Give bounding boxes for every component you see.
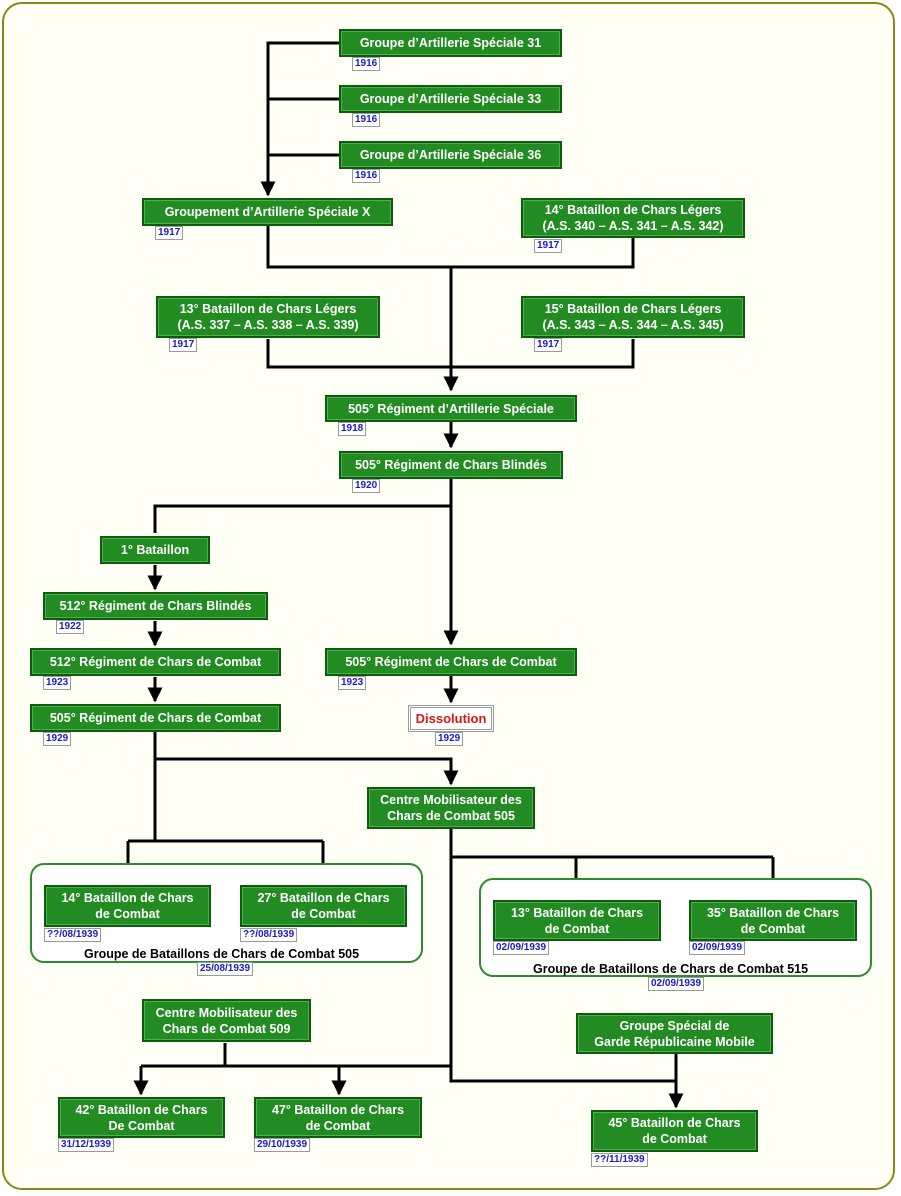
year-bcc13: 02/09/1939 (493, 941, 550, 955)
node-bcc45: 45° Bataillon de Chars de Combat (591, 1110, 758, 1152)
year-bcl14: 1917 (534, 239, 563, 253)
node-bat1: 1° Bataillon (100, 536, 210, 564)
year-bcc35: 02/09/1939 (689, 941, 746, 955)
year-bcl13: 1917 (169, 338, 198, 352)
node-gasx: Groupement d’Artillerie Spéciale X (142, 198, 393, 226)
group-505-year: 25/08/1939 (197, 962, 254, 976)
node-bcc35: 35° Bataillon de Chars de Combat (689, 900, 857, 941)
year-gas36: 1916 (352, 169, 381, 183)
node-bcl14: 14° Bataillon de Chars Légers (A.S. 340 … (521, 198, 745, 238)
node-rcc512: 512° Régiment de Chars de Combat (30, 648, 281, 676)
node-gsgrm: Groupe Spécial de Garde Républicaine Mob… (576, 1013, 773, 1054)
node-bcc27: 27° Bataillon de Chars de Combat (240, 885, 407, 927)
year-gasx: 1917 (155, 226, 184, 240)
year-rcc505-1923: 1923 (338, 676, 367, 690)
node-rcb505: 505° Régiment de Chars Blindés (339, 451, 563, 479)
year-bcc45: ??/11/1939 (591, 1153, 648, 1167)
node-bcc13: 13° Bataillon de Chars de Combat (493, 900, 661, 941)
node-rcc505-1923: 505° Régiment de Chars de Combat (325, 648, 577, 676)
year-rcc505-1929: 1929 (43, 732, 72, 746)
node-dissolution: Dissolution (408, 705, 494, 732)
node-bcc42: 42° Bataillon de Chars De Combat (58, 1097, 225, 1138)
year-bcc47: 29/10/1939 (254, 1138, 311, 1152)
node-gas33: Groupe d’Artillerie Spéciale 33 (339, 85, 562, 113)
year-gas31: 1916 (352, 57, 381, 71)
year-bcl15: 1917 (534, 338, 563, 352)
group-505-label: Groupe de Bataillons de Chars de Combat … (84, 947, 360, 961)
node-bcl13: 13° Bataillon de Chars Légers (A.S. 337 … (156, 296, 380, 338)
connector-gas-to-gasx (260, 41, 340, 197)
year-bcc27: ??/08/1939 (240, 928, 298, 942)
node-bcl15: 15° Bataillon de Chars Légers (A.S. 343 … (521, 296, 745, 338)
year-rcb512: 1922 (56, 620, 85, 634)
node-rcb512: 512° Régiment de Chars Blindés (43, 592, 268, 620)
group-515-label: Groupe de Bataillons de Chars de Combat … (533, 962, 809, 976)
year-rcc512: 1923 (43, 676, 72, 690)
year-rcb505: 1920 (352, 479, 381, 493)
year-bcc14: ??/08/1939 (44, 928, 102, 942)
year-bcc42: 31/12/1939 (58, 1138, 115, 1152)
node-cm505: Centre Mobilisateur des Chars de Combat … (367, 787, 535, 829)
group-515-year: 02/09/1939 (648, 977, 705, 991)
year-ras505: 1918 (338, 422, 367, 436)
year-gas33: 1916 (352, 113, 381, 127)
node-gas36: Groupe d’Artillerie Spéciale 36 (339, 141, 562, 169)
node-bcc14: 14° Bataillon de Chars de Combat (44, 885, 211, 927)
node-ras505: 505° Régiment d’Artillerie Spéciale (325, 395, 577, 422)
node-rcc505-1929: 505° Régiment de Chars de Combat (30, 704, 281, 732)
node-cm509: Centre Mobilisateur des Chars de Combat … (142, 999, 311, 1042)
node-bcc47: 47° Bataillon de Chars de Combat (254, 1097, 422, 1138)
node-gas31: Groupe d’Artillerie Spéciale 31 (339, 29, 562, 57)
year-dissolution: 1929 (435, 732, 464, 746)
